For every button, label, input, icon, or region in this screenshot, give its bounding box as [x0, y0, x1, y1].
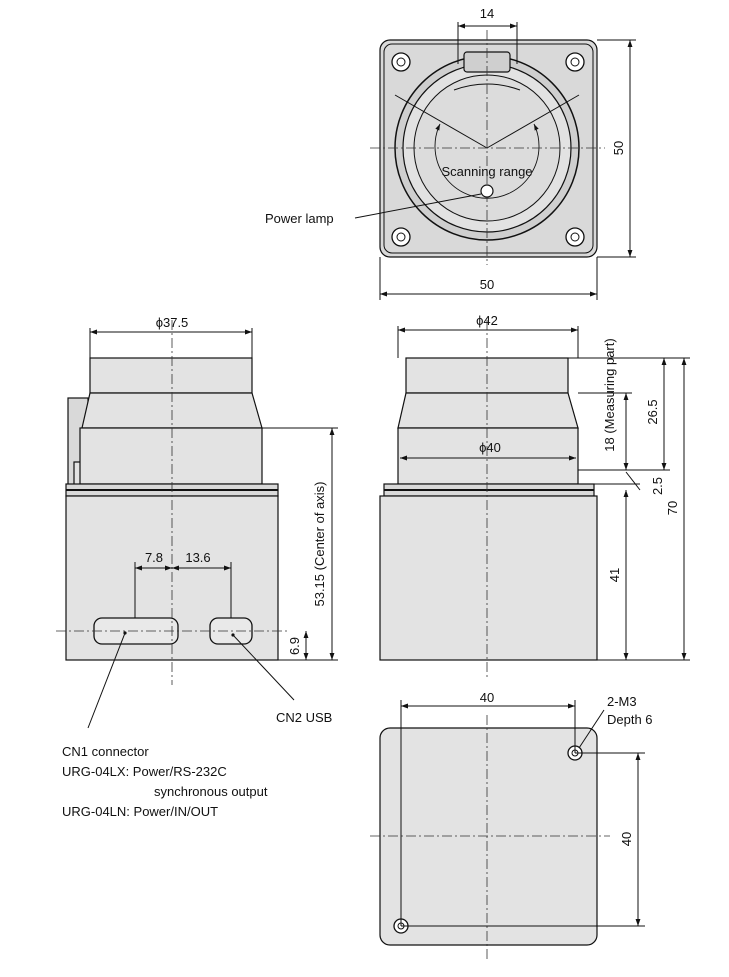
screw-icon: [391, 227, 411, 247]
dim-50-h-label: 50: [480, 277, 494, 292]
left-mid-body: [79, 427, 263, 485]
dim-41-label: 41: [607, 568, 622, 582]
cn1-label-line3: synchronous output: [154, 784, 268, 799]
bottom-view: 40 40 2-M3 Depth 6: [370, 690, 653, 960]
dim-40-h-label: 40: [480, 690, 494, 705]
cn1-label-line2: URG-04LX: Power/RS-232C: [62, 764, 227, 779]
cn1-label-line4: URG-04LN: Power/IN/OUT: [62, 804, 218, 819]
dim-phi42-label: ϕ42: [476, 313, 498, 328]
top-view-housing-inner: [383, 43, 594, 254]
scan-range-line: [486, 94, 580, 149]
screw-icon: [565, 227, 585, 247]
hole-label-line1: 2-M3: [607, 694, 637, 709]
screw-icon: [565, 52, 585, 72]
hole-label-line2: Depth 6: [607, 712, 653, 727]
power-lamp-icon: [480, 184, 494, 198]
hole-leader: [578, 709, 605, 749]
dim-18-label: 18 (Measuring part): [602, 338, 617, 451]
dim-phi37-label: ϕ37.5: [156, 315, 189, 330]
dim-2-5-leader: [625, 471, 641, 491]
dim-40-v-label: 40: [619, 832, 634, 846]
side-view-left: ϕ37.5 7.8 13.6 53.15 (Center of axis) 6.…: [56, 315, 338, 819]
cn1-leader: [87, 632, 126, 729]
dim-70-label: 70: [665, 501, 680, 515]
dim-2-5-label: 2.5: [650, 477, 665, 495]
bottom-view-plate: [379, 727, 598, 946]
side-view-right: ϕ42 ϕ40 18 (Measuring part) 26.5 2.5 70 …: [379, 313, 690, 680]
dim-26-5-label: 26.5: [645, 399, 660, 424]
right-mid-body: [397, 427, 579, 485]
screw-icon: [391, 52, 411, 72]
scan-range-line: [394, 94, 488, 149]
top-view: Power lamp Scanning range 14 50 50: [265, 6, 636, 300]
dim-6-9-label: 6.9: [287, 637, 302, 655]
power-lamp-leader: [354, 193, 482, 219]
cn2-label: CN2 USB: [276, 710, 332, 725]
dim-50-v-label: 50: [611, 141, 626, 155]
power-lamp-label: Power lamp: [265, 211, 334, 226]
dim-7-8-label: 7.8: [145, 550, 163, 565]
cn1-label-line1: CN1 connector: [62, 744, 149, 759]
right-taper: [397, 392, 579, 429]
dim-13-6-label: 13.6: [185, 550, 210, 565]
dim-phi40-label: ϕ40: [479, 440, 501, 455]
dim-53-label: 53.15 (Center of axis): [312, 481, 327, 606]
left-top-cap: [89, 357, 253, 394]
cn2-leader: [232, 634, 295, 701]
dim-14-label: 14: [480, 6, 494, 21]
right-lower-body: [379, 495, 598, 661]
scanning-range-label: Scanning range: [441, 164, 532, 179]
